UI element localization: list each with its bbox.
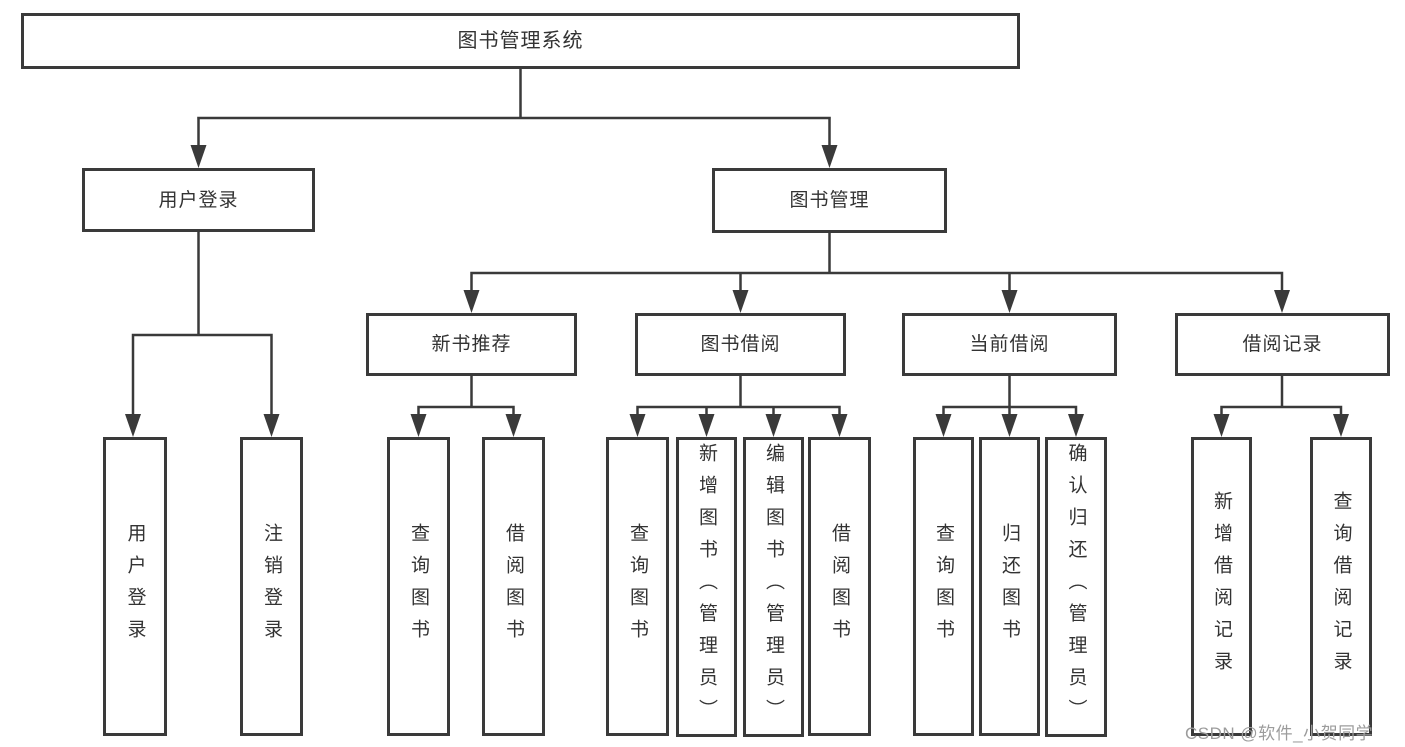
node-book-management: 图书管理 [712, 168, 947, 233]
leaf-query-books-recommend: 查询图书 [387, 437, 450, 736]
leaf-user-login: 用户登录 [103, 437, 167, 736]
leaf-query-books-current: 查询图书 [913, 437, 974, 736]
leaf-add-borrow-record: 新增借阅记录 [1191, 437, 1252, 736]
leaf-query-books-borrow: 查询图书 [606, 437, 669, 736]
node-user-login: 用户登录 [82, 168, 315, 232]
node-root: 图书管理系统 [21, 13, 1020, 69]
node-book-borrow: 图书借阅 [635, 313, 846, 376]
leaf-borrow-books-recommend: 借阅图书 [482, 437, 545, 736]
leaf-query-borrow-record: 查询借阅记录 [1310, 437, 1372, 736]
leaf-return-books: 归还图书 [979, 437, 1040, 736]
leaf-edit-books-admin: 编辑图书（管理员） [743, 437, 804, 737]
arrowheads [125, 145, 1349, 437]
leaf-logout-login: 注销登录 [240, 437, 303, 736]
leaf-add-books-admin: 新增图书（管理员） [676, 437, 737, 737]
node-current-borrow: 当前借阅 [902, 313, 1117, 376]
leaf-confirm-return-admin: 确认归还（管理员） [1045, 437, 1107, 737]
leaf-borrow-books: 借阅图书 [808, 437, 871, 736]
node-borrow-records: 借阅记录 [1175, 313, 1390, 376]
node-new-book-recommend: 新书推荐 [366, 313, 577, 376]
csdn-watermark: CSDN @软件_小贺同学 [1185, 724, 1374, 743]
